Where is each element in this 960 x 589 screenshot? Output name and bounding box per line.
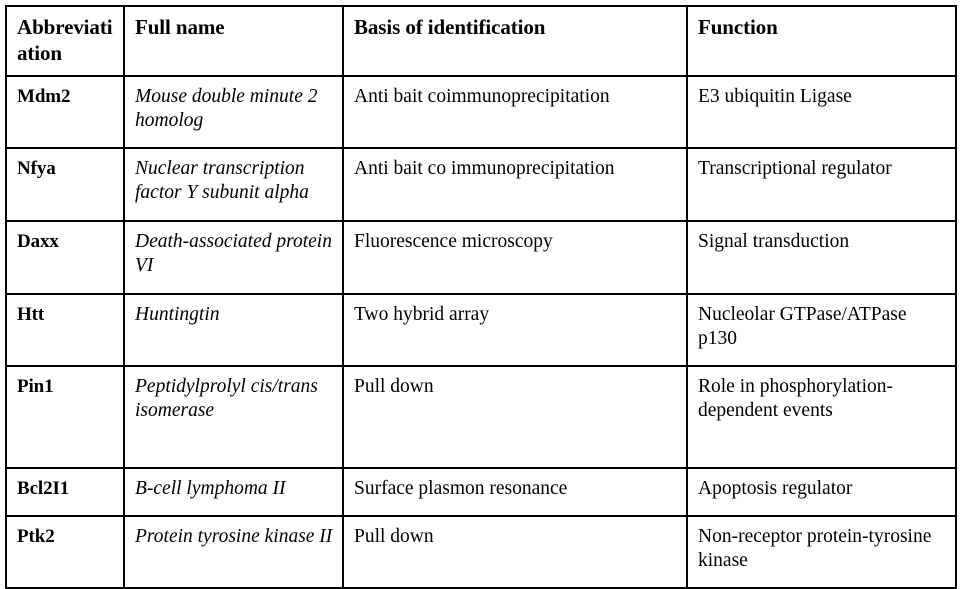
cell-function: Non-receptor protein-tyrosine kinase [686,515,957,589]
column-header-basis-of-identification: Basis of identification [342,5,688,77]
cell-full-name: B-cell lymphoma II [123,467,344,517]
cell-full-name: Nuclear transcription factor Y subunit a… [123,147,344,222]
cell-full-name: Death-associated protein VI [123,220,344,295]
cell-basis: Surface plasmon resonance [342,467,688,517]
table-row: Mdm2 Mouse double minute 2 homolog Anti … [5,75,957,149]
cell-abbreviation: Nfya [5,147,125,222]
cell-abbreviation: Mdm2 [5,75,125,149]
column-header-function: Function [686,5,957,77]
cell-basis: Fluorescence microscopy [342,220,688,295]
cell-function: Signal transduction [686,220,957,295]
cell-basis: Pull down [342,365,688,469]
cell-function: Role in phosphorylation-dependent events [686,365,957,469]
column-header-full-name: Full name [123,5,344,77]
cell-abbreviation: Bcl2I1 [5,467,125,517]
cell-basis: Two hybrid array [342,293,688,367]
column-header-abbreviation: Abbreviati ation [5,5,125,77]
cell-abbreviation: Ptk2 [5,515,125,589]
table-row: Nfya Nuclear transcription factor Y subu… [5,147,957,222]
cell-function: Transcriptional regulator [686,147,957,222]
cell-full-name: Mouse double minute 2 homolog [123,75,344,149]
table-row: Pin1 Peptidylprolyl cis/trans isomerase … [5,365,957,469]
table-row: Ptk2 Protein tyrosine kinase II Pull dow… [5,515,957,589]
cell-function: Nucleolar GTPase/ATPase p130 [686,293,957,367]
cell-basis: Anti bait co immunoprecipitation [342,147,688,222]
cell-basis: Pull down [342,515,688,589]
cell-abbreviation: Pin1 [5,365,125,469]
cell-function: E3 ubiquitin Ligase [686,75,957,149]
table-body: Mdm2 Mouse double minute 2 homolog Anti … [5,75,957,589]
table-row: Bcl2I1 B-cell lymphoma II Surface plasmo… [5,467,957,517]
protein-interaction-table: Abbreviati ation Full name Basis of iden… [5,5,957,589]
table-row: Daxx Death-associated protein VI Fluores… [5,220,957,295]
cell-full-name: Peptidylprolyl cis/trans isomerase [123,365,344,469]
protein-interaction-table-container: Abbreviati ation Full name Basis of iden… [5,5,957,589]
cell-full-name: Huntingtin [123,293,344,367]
cell-basis: Anti bait coimmunoprecipitation [342,75,688,149]
cell-abbreviation: Daxx [5,220,125,295]
table-header: Abbreviati ation Full name Basis of iden… [5,5,957,77]
cell-abbreviation: Htt [5,293,125,367]
table-row: Htt Huntingtin Two hybrid array Nucleola… [5,293,957,367]
cell-full-name: Protein tyrosine kinase II [123,515,344,589]
table-header-row: Abbreviati ation Full name Basis of iden… [5,5,957,77]
cell-function: Apoptosis regulator [686,467,957,517]
